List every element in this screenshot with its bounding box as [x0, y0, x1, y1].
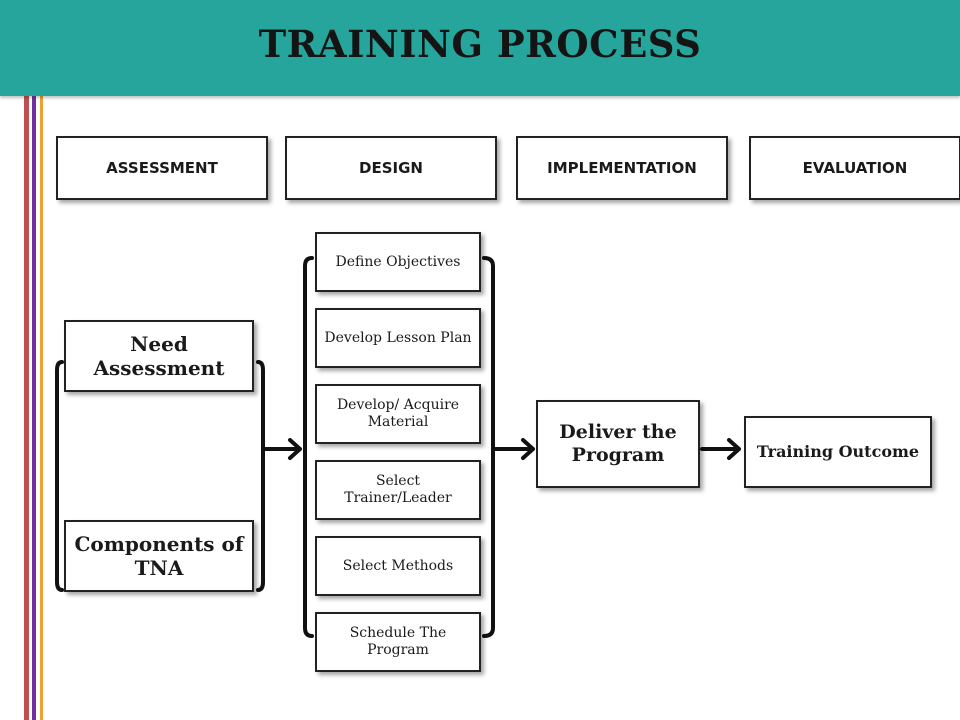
assessment-bracket-right [256, 360, 265, 592]
arrow-assessment-to-design [261, 438, 302, 460]
design-step-schedule-program: Schedule The Program [315, 612, 481, 672]
stage-assessment: ASSESSMENT [56, 136, 268, 200]
header-band [0, 0, 960, 96]
need-assessment-box: Need Assessment [64, 320, 254, 392]
page-title: TRAINING PROCESS [258, 22, 702, 66]
design-step-define-objectives: Define Objectives [315, 232, 481, 292]
deliver-program-box: Deliver the Program [536, 400, 700, 488]
arrow-implementation-to-evaluation [700, 438, 741, 460]
design-bracket-right [482, 256, 495, 638]
design-step-select-trainer: Select Trainer/Leader [315, 460, 481, 520]
design-step-develop-lesson-plan: Develop Lesson Plan [315, 308, 481, 368]
decorative-stripe [24, 0, 29, 720]
design-step-develop-acquire-material: Develop/ Acquire Material [315, 384, 481, 444]
assessment-bracket-left [55, 360, 64, 592]
components-of-tna-box: Components of TNA [64, 520, 254, 592]
arrow-design-to-implementation [491, 438, 535, 460]
design-step-select-methods: Select Methods [315, 536, 481, 596]
stage-implementation: IMPLEMENTATION [516, 136, 728, 200]
decorative-stripe [40, 0, 43, 720]
decorative-stripe [32, 0, 36, 720]
stage-evaluation: EVALUATION [749, 136, 960, 200]
stage-design: DESIGN [285, 136, 497, 200]
design-bracket-left [303, 256, 314, 638]
training-outcome-box: Training Outcome [744, 416, 932, 488]
